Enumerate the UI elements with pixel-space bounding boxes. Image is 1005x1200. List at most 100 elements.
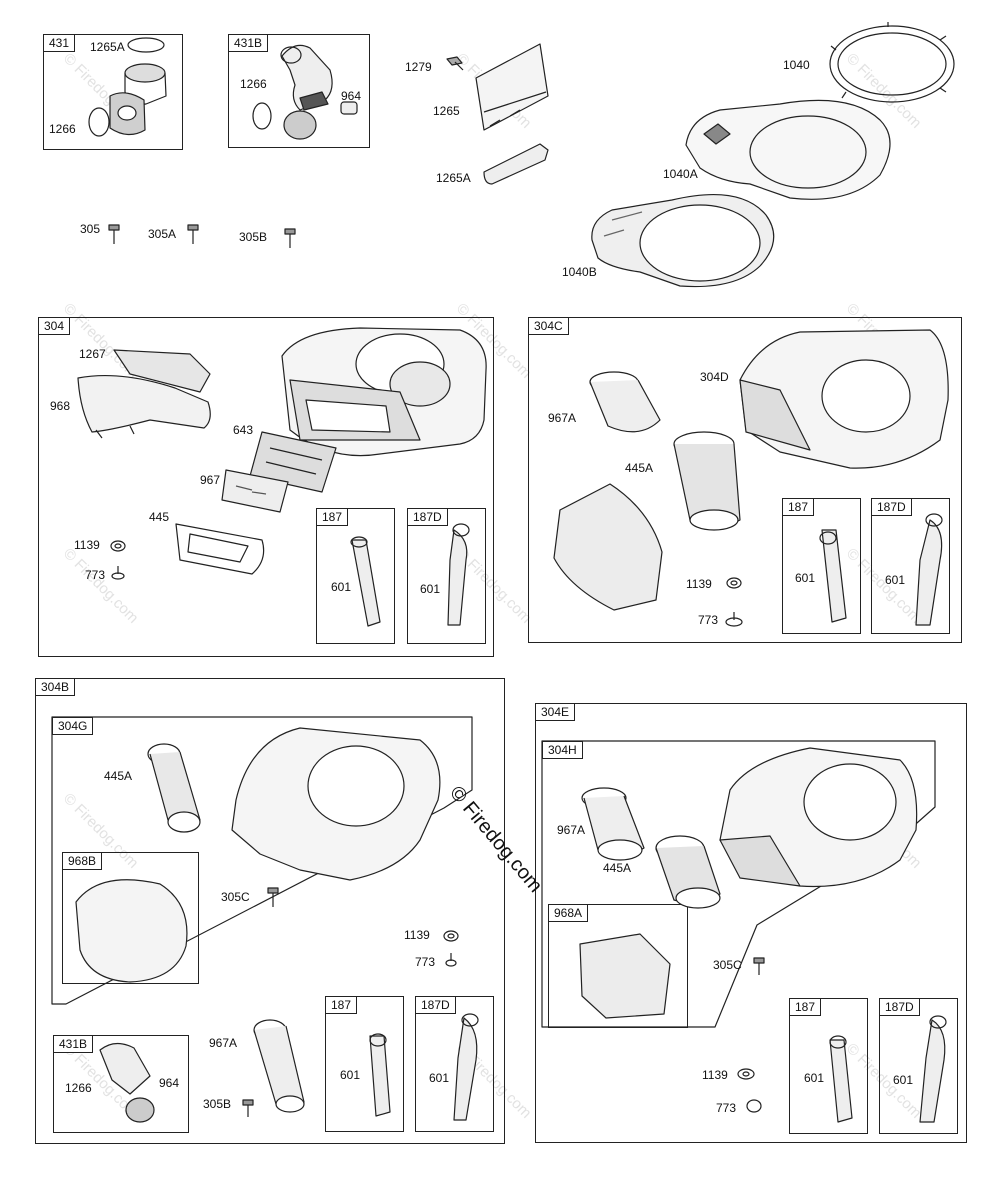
part-label: 967A	[557, 823, 586, 837]
part-label: 967A	[209, 1036, 238, 1050]
air-filter-icon	[655, 835, 721, 909]
pin-icon	[445, 953, 457, 967]
part-label: 601	[331, 580, 352, 594]
part-label: 773	[716, 1101, 737, 1115]
part-label: 305C	[221, 890, 250, 904]
part-label: 1265A	[90, 40, 125, 54]
kit-box-187d: 187D	[407, 508, 486, 644]
part-label: 305	[80, 222, 101, 236]
part-label: 1040A	[663, 167, 698, 181]
part-label: 601	[429, 1071, 450, 1085]
kit-box-187d: 187D	[415, 996, 494, 1132]
part-label: 643	[233, 423, 254, 437]
kit-box-431b: 431B	[53, 1035, 189, 1133]
blower-shroud-cover-icon	[591, 193, 775, 288]
part-label: 1139	[404, 928, 430, 942]
kit-box-431b: 431B	[228, 34, 370, 148]
box-label: 304C	[528, 317, 569, 335]
box-label: 187	[316, 508, 349, 526]
box-label: 187D	[871, 498, 912, 516]
part-label: 601	[804, 1071, 825, 1085]
pin-icon	[111, 566, 125, 580]
air-cleaner-cover-icon	[553, 483, 663, 611]
part-label: 1040B	[562, 265, 597, 279]
bracket-icon	[483, 143, 549, 185]
blower-housing-icon	[739, 329, 949, 469]
part-label: 1266	[240, 77, 267, 91]
air-filter-icon	[249, 431, 337, 493]
kit-box-187: 187	[789, 998, 868, 1134]
washer-icon	[737, 1068, 755, 1080]
screw-icon	[284, 228, 296, 248]
tube-icon	[919, 1015, 947, 1123]
washer-icon	[110, 540, 126, 552]
part-label: 305C	[713, 958, 742, 972]
air-filter-icon	[221, 469, 289, 513]
kit-box-304e: 304E	[535, 703, 967, 1143]
washer-icon	[726, 577, 742, 589]
box-label: 187D	[879, 998, 920, 1016]
part-label: 1139	[74, 538, 100, 552]
kit-box-304b: 304B	[35, 678, 505, 1144]
part-label: 1139	[702, 1068, 728, 1082]
air-cleaner-cover-icon	[579, 933, 671, 1019]
part-label: 1267	[79, 347, 106, 361]
part-label: 967	[200, 473, 221, 487]
part-label: 967A	[548, 411, 577, 425]
kit-box-304: 304	[38, 317, 494, 657]
part-label: 445	[149, 510, 170, 524]
pin-icon	[725, 612, 743, 627]
part-label: 304D	[700, 370, 729, 384]
screw-icon	[187, 224, 199, 244]
kit-box-187: 187	[782, 498, 861, 634]
box-label: 431B	[228, 34, 269, 52]
part-label: 601	[893, 1073, 914, 1087]
part-label: 1040	[783, 58, 810, 72]
box-label: 968A	[548, 904, 589, 922]
screw-icon	[242, 1099, 254, 1117]
tube-icon	[819, 529, 847, 623]
pin-icon	[746, 1099, 762, 1113]
part-label: 1265	[433, 104, 460, 118]
air-filter-icon	[581, 787, 645, 861]
part-label: 773	[415, 955, 436, 969]
plate-icon	[475, 43, 549, 131]
air-filter-icon	[673, 431, 741, 531]
part-label: 1266	[65, 1081, 92, 1095]
part-label: 1265A	[436, 171, 471, 185]
part-label: 445A	[603, 861, 632, 875]
part-label: 964	[159, 1076, 180, 1090]
air-filter-icon	[147, 743, 201, 833]
box-label: 187	[789, 998, 822, 1016]
part-label: 305B	[203, 1097, 232, 1111]
air-cleaner-cover-icon	[77, 374, 211, 439]
kit-box-431: 431	[43, 34, 183, 150]
screen-ring-icon	[829, 22, 955, 103]
air-elbow-icon	[252, 44, 358, 140]
part-label: 445A	[625, 461, 654, 475]
tube-icon	[369, 1033, 391, 1117]
air-cleaner-cover-icon	[75, 879, 188, 983]
box-label: 304E	[535, 703, 576, 721]
blower-housing-icon	[231, 727, 441, 881]
part-label: 968	[50, 399, 71, 413]
part-label: 1139	[686, 577, 712, 591]
screw-icon	[108, 224, 120, 244]
tube-icon	[453, 1013, 479, 1121]
part-label: 1266	[49, 122, 76, 136]
box-label: 304B	[35, 678, 76, 696]
tube-icon	[447, 523, 470, 626]
air-elbow-icon	[99, 1042, 155, 1123]
box-label: 187	[325, 996, 358, 1014]
washer-icon	[443, 930, 459, 942]
blower-housing-icon	[719, 747, 918, 888]
tube-icon	[915, 513, 943, 626]
blower-shroud-cover-icon	[685, 99, 891, 200]
box-label: 431B	[53, 1035, 94, 1053]
box-label: 187	[782, 498, 815, 516]
part-label: 601	[885, 573, 906, 587]
box-label: 968B	[62, 852, 103, 870]
box-label: 304	[38, 317, 71, 335]
air-elbow-icon	[88, 37, 167, 137]
